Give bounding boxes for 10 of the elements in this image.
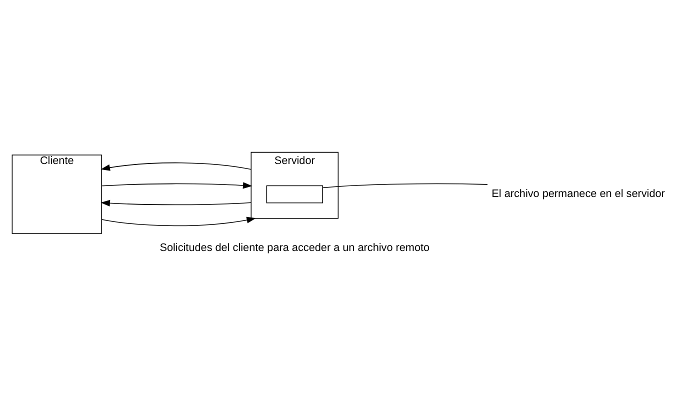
connector	[322, 182, 488, 188]
arrow	[100, 162, 252, 170]
arrow	[101, 216, 256, 226]
node-box	[266, 184, 324, 203]
node-box: Cliente	[12, 154, 102, 234]
cluster: Servidor	[250, 151, 339, 218]
arrow	[100, 199, 252, 206]
node-text: El archivo permanece en el servidor	[492, 188, 665, 200]
label: Solicitudes del cliente para acceder a un archivo remoto	[160, 241, 430, 254]
arrow	[101, 182, 252, 188]
